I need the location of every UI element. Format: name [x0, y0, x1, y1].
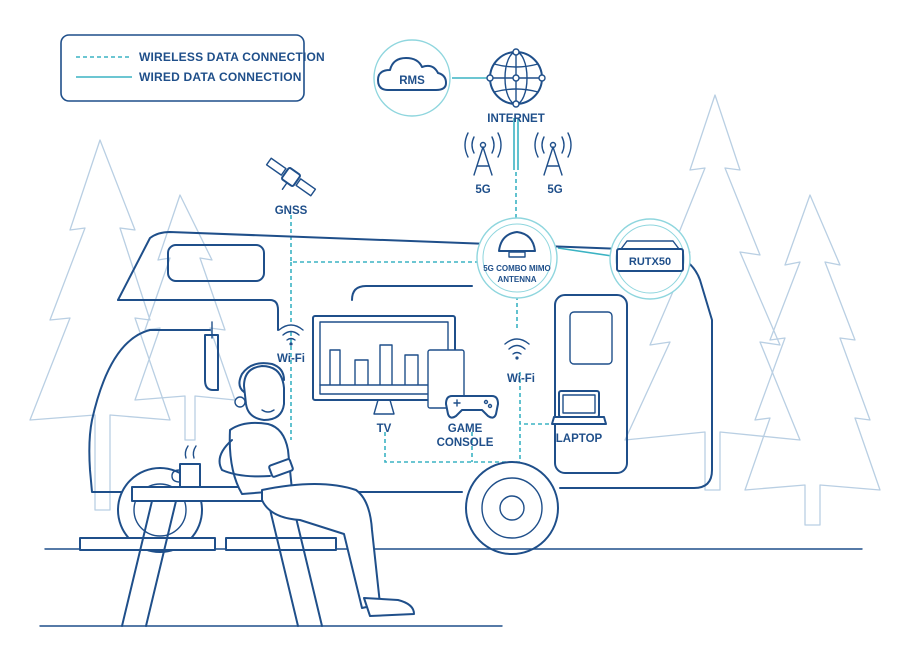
door-window — [569, 311, 613, 365]
wifi-laptop-link — [519, 372, 555, 425]
rms-halo — [373, 39, 451, 117]
person-torso — [228, 421, 293, 495]
antenna-router-link — [557, 247, 613, 257]
gnss-label: GNSS — [275, 205, 308, 217]
router-label: RUTX50 — [629, 256, 671, 268]
tower-left-node: 5G — [464, 132, 502, 196]
gamepad-icon — [445, 395, 499, 419]
legend-wireless-label: WIRELESS DATA CONNECTION — [139, 50, 325, 64]
rear-wheel — [465, 461, 559, 555]
phone-icon — [268, 458, 294, 478]
legend-box — [60, 34, 305, 102]
camper-overcab — [117, 299, 279, 331]
connections — [290, 77, 613, 463]
gnss-antenna-link — [290, 215, 480, 263]
person-shoe — [363, 597, 415, 617]
table-legs — [121, 500, 323, 627]
tower-right-label: 5G — [547, 184, 562, 196]
antenna-icon — [498, 231, 536, 258]
laptop-label: LAPTOP — [556, 433, 603, 445]
satellite-icon — [265, 157, 317, 197]
bench-left — [79, 537, 216, 551]
overcab-window — [167, 244, 265, 282]
person-head — [243, 365, 285, 421]
wifi-right-label: Wi-Fi — [507, 373, 535, 385]
antenna-node: 5G COMBO MIMO ANTENNA — [476, 217, 558, 299]
cell-tower-icon — [534, 132, 572, 176]
tower-left-label: 5G — [475, 184, 490, 196]
wifi-icon — [504, 338, 530, 360]
console-label-line1: GAME — [448, 423, 483, 435]
wifi-left-label: Wi-Fi — [277, 353, 305, 365]
background-trees — [29, 94, 881, 526]
wifi-left-node: Wi-Fi — [277, 324, 305, 365]
gnss-node: GNSS — [265, 157, 317, 217]
wifi-icon — [278, 324, 304, 346]
person — [218, 362, 415, 617]
laptop-icon — [551, 390, 607, 425]
legend-wired-label: WIRED DATA CONNECTION — [139, 70, 302, 84]
mug-steam — [184, 445, 197, 459]
tv-label: TV — [377, 423, 392, 435]
bench-right — [225, 537, 337, 551]
person-legs — [261, 483, 381, 609]
legend: WIRELESS DATA CONNECTION WIRED DATA CONN… — [60, 34, 325, 102]
console-node: GAME CONSOLE — [427, 349, 499, 449]
antenna-label-line1: 5G COMBO MIMO — [483, 264, 551, 273]
rms-node: RMS — [373, 39, 451, 117]
person-hair — [238, 362, 285, 393]
rms-label: RMS — [399, 75, 425, 87]
person-arm — [218, 439, 271, 478]
camper-van — [39, 231, 863, 627]
console-label-line2: CONSOLE — [437, 437, 494, 449]
antenna-label-line2: ANTENNA — [497, 275, 536, 284]
internet-tower-link — [513, 118, 519, 170]
router-icon — [616, 240, 684, 272]
devices-bus-link — [384, 424, 521, 463]
tower-right-node: 5G — [534, 132, 572, 196]
internet-label: INTERNET — [487, 113, 545, 125]
camper-cab — [88, 329, 151, 493]
interior-opening — [351, 285, 473, 301]
internet-node: INTERNET — [486, 48, 546, 125]
cell-tower-icon — [464, 132, 502, 176]
cloud-icon — [377, 57, 447, 91]
camper-door — [554, 294, 628, 474]
mug — [179, 463, 201, 488]
picnic-table — [79, 445, 338, 627]
router-node: RUTX50 — [609, 218, 691, 300]
laptop-node: LAPTOP — [551, 390, 607, 445]
wifi-right-node: Wi-Fi — [504, 338, 535, 385]
side-mirror — [204, 334, 219, 391]
